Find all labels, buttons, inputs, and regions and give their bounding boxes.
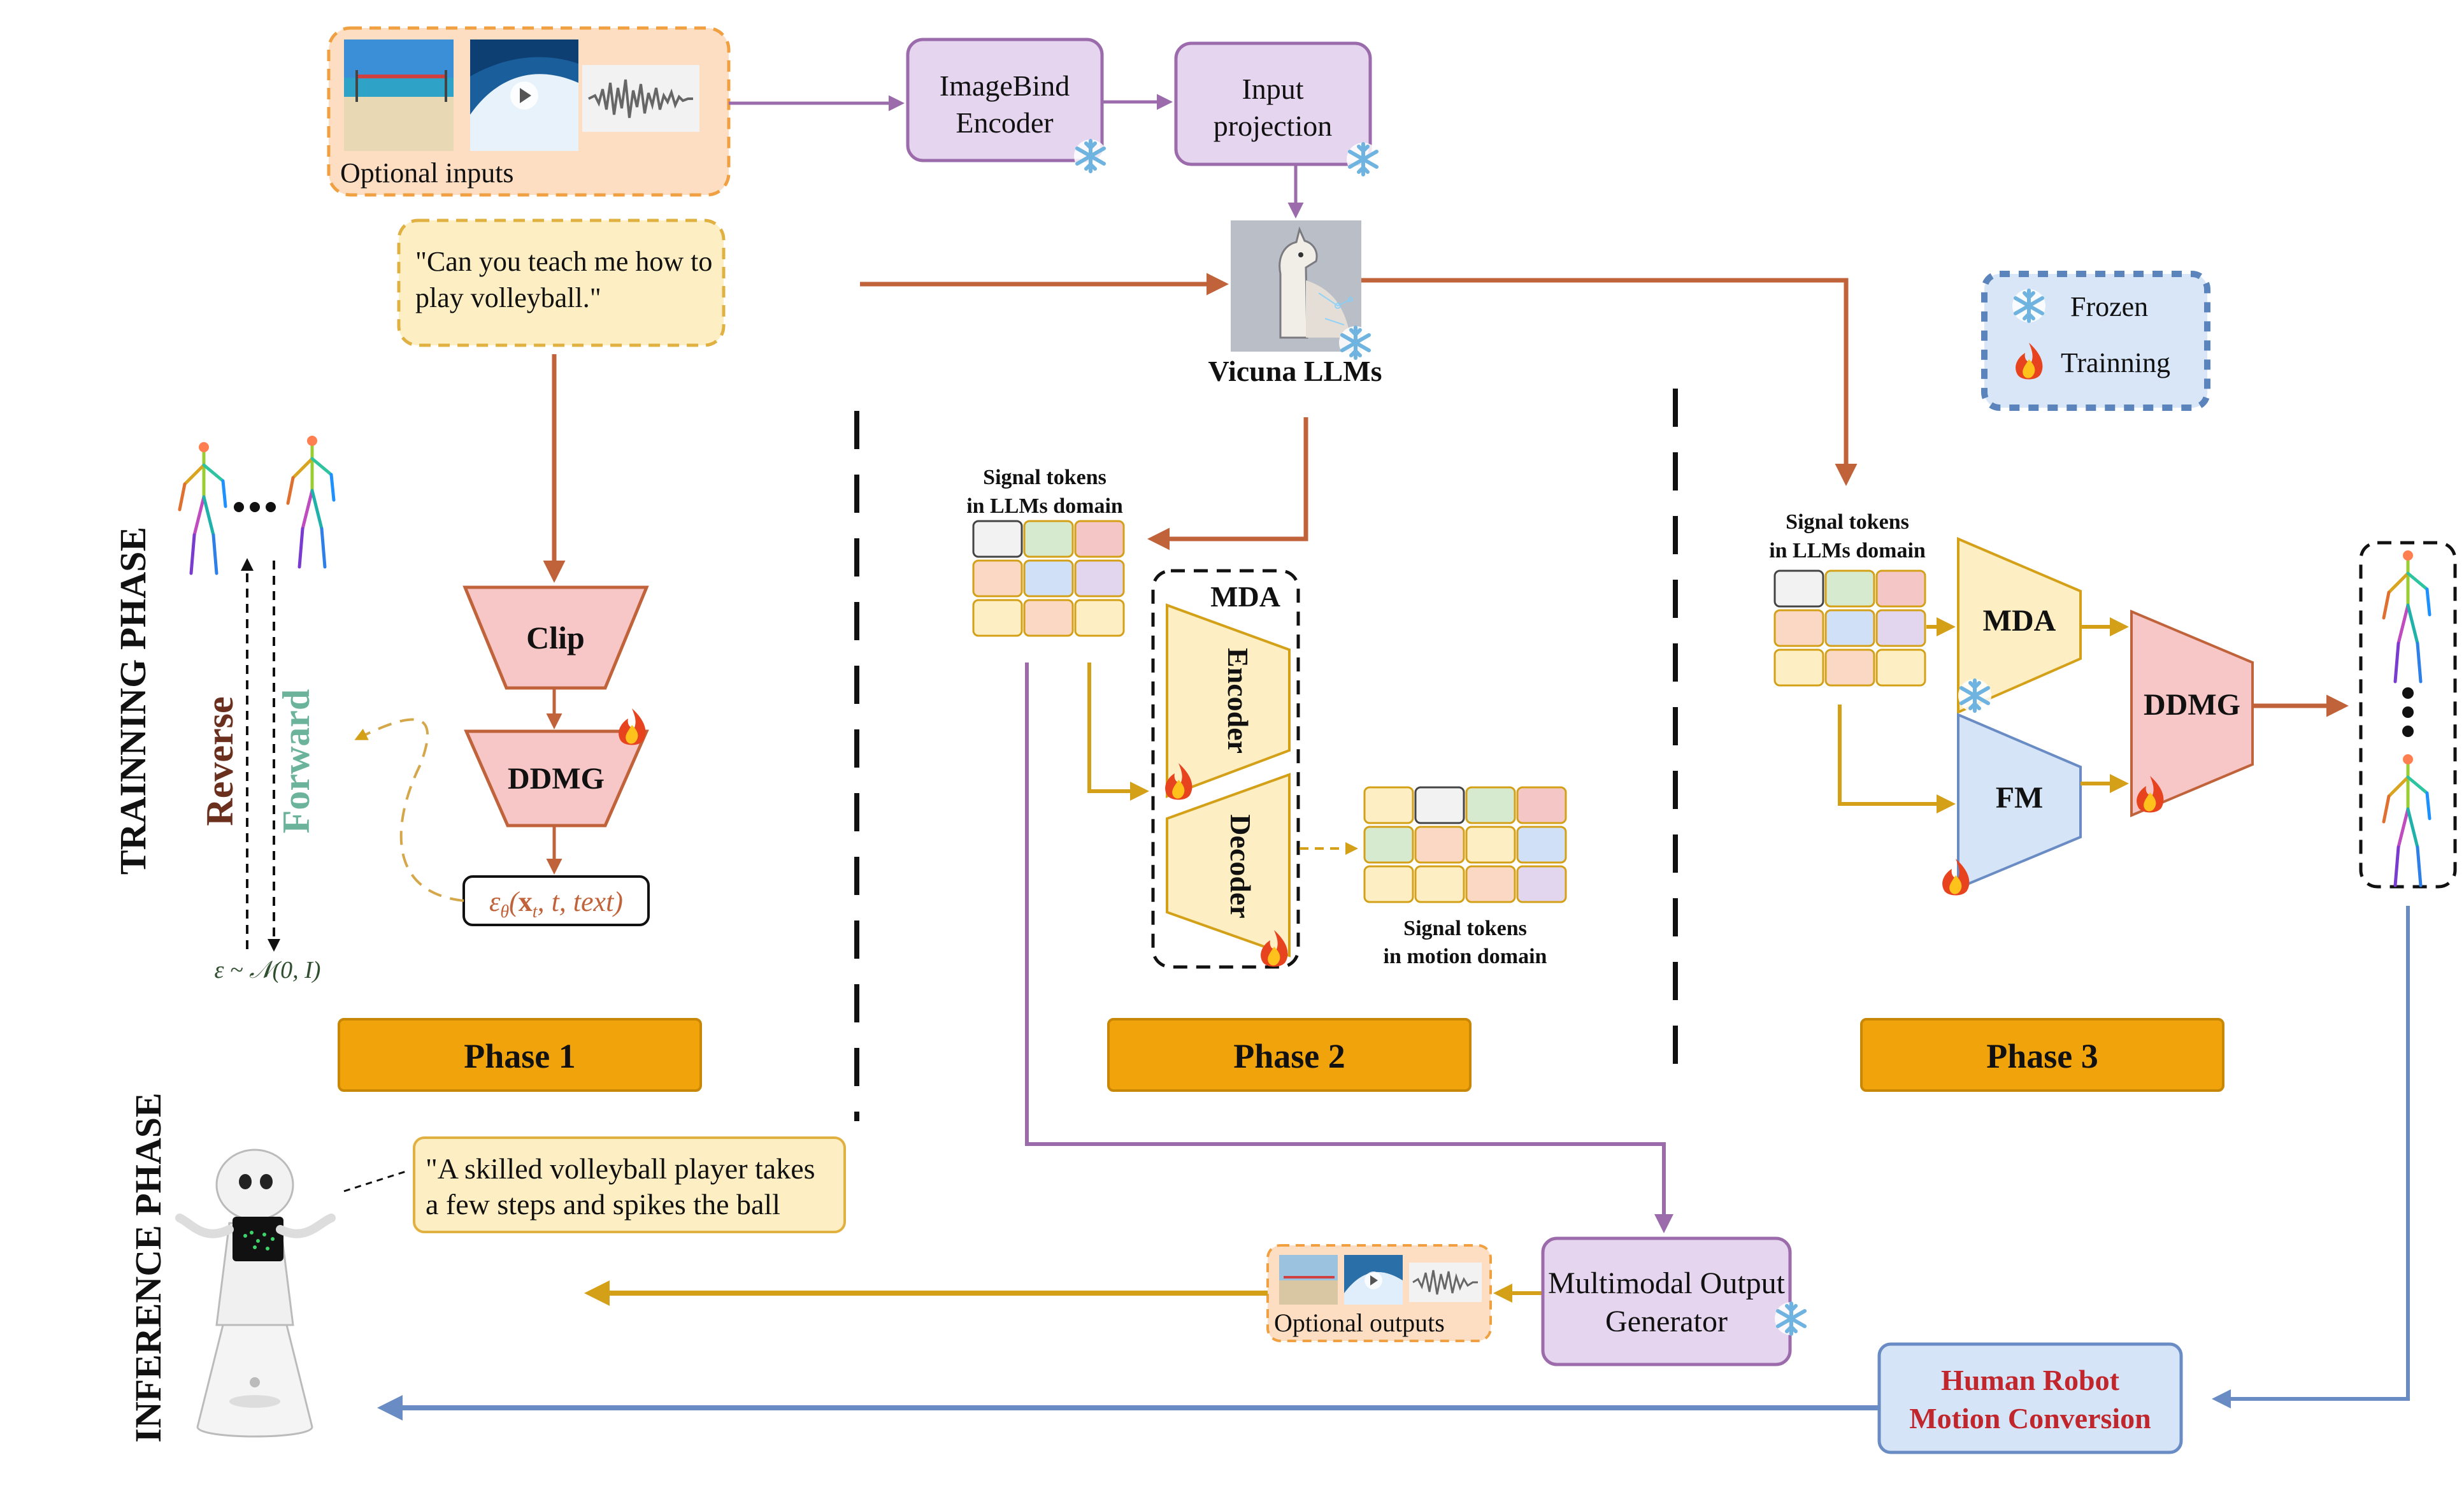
arrow-motion-to-conversion xyxy=(2212,906,2410,1408)
phase3-box: Phase 3 xyxy=(1860,1018,2224,1092)
prompt-line2: play volleyball." xyxy=(415,282,601,313)
projection-line2: projection xyxy=(1214,110,1333,142)
motion-conversion-box: Human Robot Motion Conversion xyxy=(1877,1342,2183,1454)
optional-inputs-label: Optional inputs xyxy=(340,157,514,189)
response-line1: "A skilled volleyball player takes xyxy=(426,1152,815,1185)
epsilon-theta-box: εθ(xt, t, text) xyxy=(462,875,650,926)
fm-label: FM xyxy=(1996,781,2044,815)
llm-label: Vicuna LLMs xyxy=(1208,355,1382,387)
p2-decoder-label: Decoder xyxy=(1224,814,1257,918)
p3-tokens-line1: Signal tokens xyxy=(1786,510,1909,534)
generator-line1: Multimodal Output xyxy=(1548,1266,1786,1300)
arrow-tokens-to-fm xyxy=(1838,705,1956,813)
speech-connector xyxy=(343,1170,408,1192)
clip-label: Clip xyxy=(526,620,585,655)
p2-tokens-line1: Signal tokens xyxy=(983,466,1107,489)
robot-icon xyxy=(175,1149,336,1438)
snowflake-icon xyxy=(1775,1302,1808,1335)
conversion-line2: Motion Conversion xyxy=(1909,1402,2151,1435)
p2-encoder-label: Encoder xyxy=(1222,648,1254,754)
p2-motion-tokens-line2: in motion domain xyxy=(1384,945,1547,968)
legend-box: Frozen Trainning xyxy=(1981,271,2210,411)
response-box: "A skilled volleyball player takes a few… xyxy=(413,1136,846,1233)
snowflake-icon xyxy=(1347,143,1380,176)
p2-motion-token-grid xyxy=(1363,786,1567,903)
arrow-llm-to-phase2 xyxy=(1147,417,1308,550)
noise-label: ε ~ 𝒩(0, I) xyxy=(215,957,321,984)
skeleton-sequence xyxy=(180,436,334,573)
mda-container: MDA Encoder Decoder xyxy=(1151,569,1300,969)
clip-block: Clip xyxy=(462,585,649,690)
phase1-label: Phase 1 xyxy=(464,1037,576,1075)
ddmg-block-phase1: DDMG xyxy=(464,708,649,827)
audio-wave-icon xyxy=(582,65,699,132)
optional-outputs-box: Optional outputs xyxy=(1266,1244,1492,1342)
p3-ddmg-label: DDMG xyxy=(2144,688,2240,722)
p3-ddmg-block: DDMG xyxy=(2130,609,2254,818)
conversion-line1: Human Robot xyxy=(1941,1364,2120,1396)
p3-mda-block: MDA xyxy=(1958,536,2082,715)
generated-motion-box xyxy=(2359,541,2457,889)
phase1-box: Phase 1 xyxy=(338,1018,702,1092)
inference-phase-label: INFERENCE PHASE xyxy=(127,1092,169,1442)
snowflake-icon xyxy=(1074,140,1107,173)
training-phase-label: TRAINNING PHASE xyxy=(112,527,154,875)
p2-llm-token-grid xyxy=(972,520,1125,637)
phase3-label: Phase 3 xyxy=(1986,1037,2098,1075)
encoder-block xyxy=(1166,603,1291,798)
optional-outputs-label: Optional outputs xyxy=(1274,1308,1445,1337)
skeleton-icon xyxy=(288,436,334,567)
imagebind-line2: Encoder xyxy=(956,106,1053,139)
reverse-label: Reverse xyxy=(199,696,241,826)
flame-icon xyxy=(619,708,646,745)
phase2-label: Phase 2 xyxy=(1233,1037,1345,1075)
arrow-tokens-to-encoder xyxy=(1087,662,1149,801)
optional-inputs-box: Optional inputs xyxy=(327,26,731,197)
arrow-tokens-to-generator xyxy=(1025,662,1673,1233)
multimodal-generator-box: Multimodal Output Generator xyxy=(1541,1236,1808,1366)
p3-mda-label: MDA xyxy=(1983,604,2056,638)
imagebind-line1: ImageBind xyxy=(940,69,1070,102)
generator-line2: Generator xyxy=(1605,1305,1728,1338)
loss-feedback-arrow xyxy=(354,718,464,902)
fm-block: FM xyxy=(1942,712,2082,896)
p3-llm-token-grid xyxy=(1773,569,1926,687)
p3-tokens-line2: in LLMs domain xyxy=(1769,539,1926,562)
imagebind-encoder-box: ImageBind Encoder xyxy=(906,38,1107,173)
legend-training-label: Trainning xyxy=(2061,347,2170,378)
beach-image xyxy=(344,39,454,151)
snowflake-icon xyxy=(1958,679,1991,712)
response-line2: a few steps and spikes the ball xyxy=(426,1188,780,1221)
skeleton-icon xyxy=(2384,754,2430,885)
epsilon-theta-formula: εθ(xt, t, text) xyxy=(489,886,623,922)
skeleton-icon xyxy=(180,442,226,573)
p2-tokens-line2: in LLMs domain xyxy=(966,494,1123,518)
input-projection-box: Input projection xyxy=(1174,41,1380,176)
prompt-box: "Can you teach me how to play volleyball… xyxy=(397,218,726,347)
decoder-block xyxy=(1166,773,1291,957)
p2-mda-label: MDA xyxy=(1210,580,1280,613)
ddmg-label: DDMG xyxy=(508,762,605,796)
surf-video-image xyxy=(470,39,578,151)
arrow-llm-to-phase3 xyxy=(1361,278,1858,486)
projection-line1: Input xyxy=(1242,73,1303,105)
legend-frozen-label: Frozen xyxy=(2070,291,2148,322)
prompt-line1: "Can you teach me how to xyxy=(415,246,712,277)
phase2-box: Phase 2 xyxy=(1107,1018,1472,1092)
vicuna-llm: Vicuna LLMs xyxy=(1208,220,1382,387)
snowflake-icon xyxy=(2012,289,2045,322)
skeleton-icon xyxy=(2384,550,2430,682)
p2-motion-tokens-line1: Signal tokens xyxy=(1403,917,1527,940)
forward-label: Forward xyxy=(275,689,317,834)
